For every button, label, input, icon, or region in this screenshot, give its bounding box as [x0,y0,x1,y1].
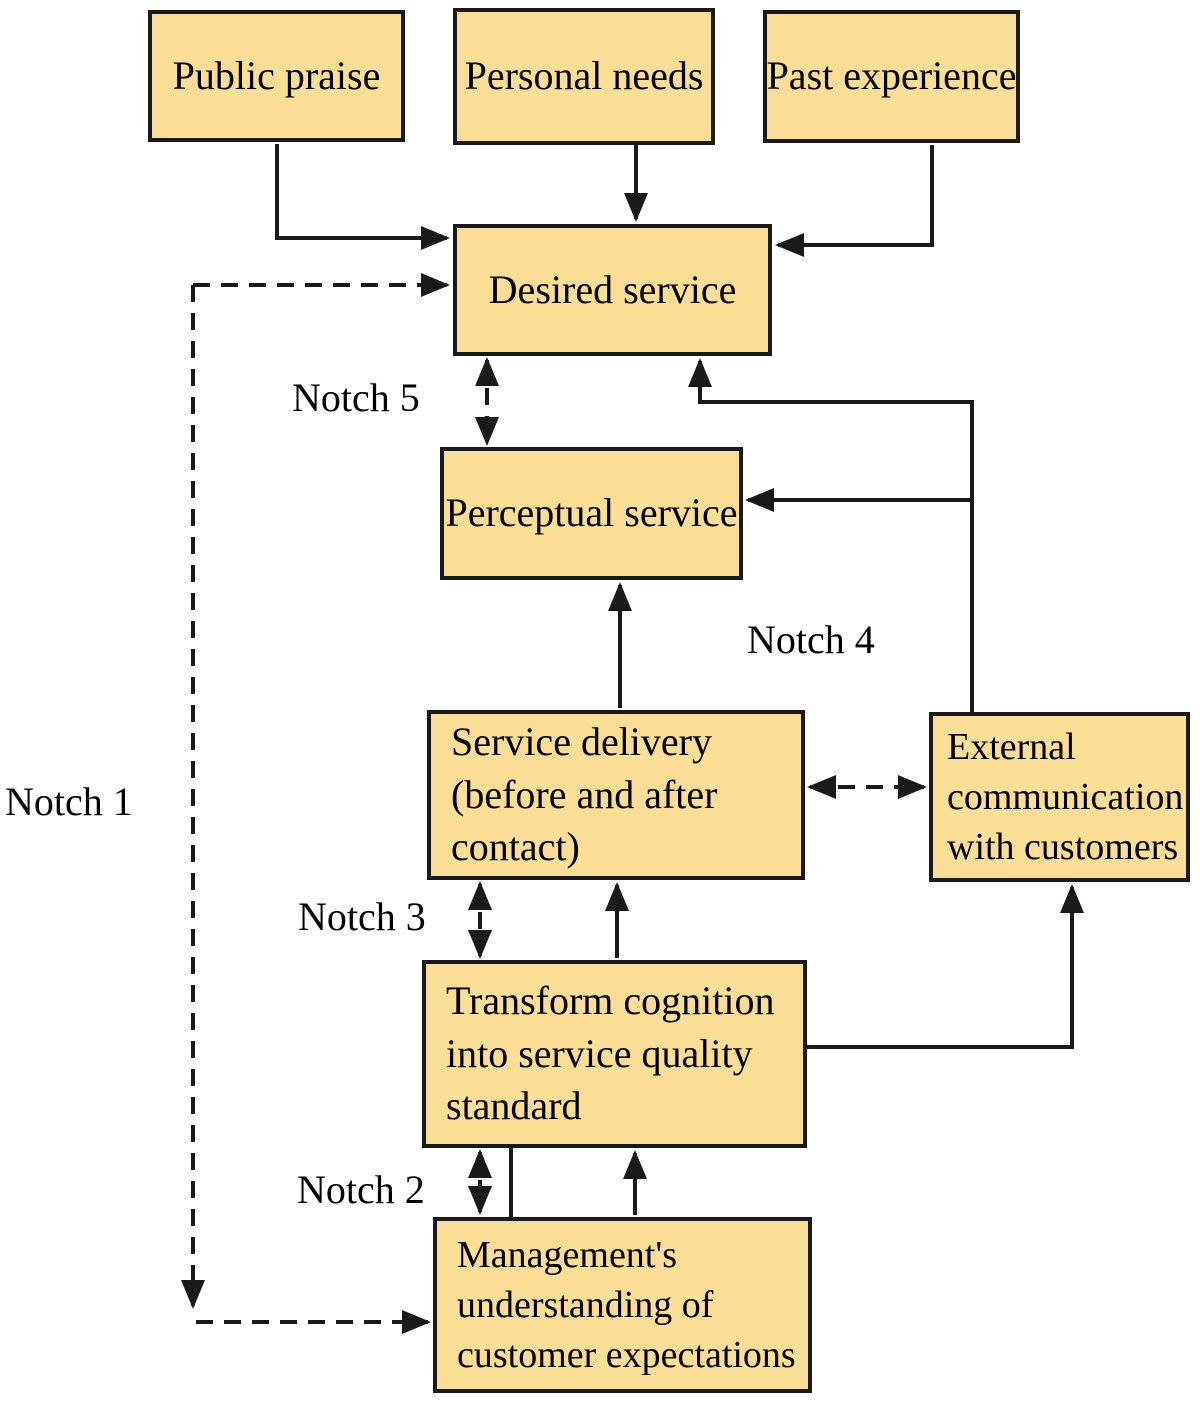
box-transform-cognition: Transform cognition into service quality… [422,960,807,1148]
box-external-communication: External communication with customers [929,712,1190,882]
label-notch-4: Notch 4 [747,617,875,662]
label-notch-3: Notch 3 [298,894,426,939]
box-service-delivery: Service delivery (before and after conta… [427,710,805,880]
box-transform-cognition-label: Transform cognition into service quality… [446,977,775,1129]
box-past-experience-label: Past experience [766,53,1017,99]
box-perceptual-service: Perceptual service [440,447,743,580]
box-service-delivery-label: Service delivery (before and after conta… [451,718,718,870]
connector-transform-to-external-communication [807,884,1084,1049]
label-notch-1: Notch 1 [5,779,133,824]
label-notch-2: Notch 2 [297,1167,425,1212]
box-desired-service: Desired service [453,224,772,356]
box-personal-needs-label: Personal needs [464,53,704,99]
connector-past-experience-to-desired-service [775,145,934,257]
box-external-communication-label: External communication with customers [947,725,1184,869]
box-personal-needs: Personal needs [453,8,715,145]
box-past-experience: Past experience [763,10,1020,143]
connector-public-praise-to-desired-service [275,144,450,250]
box-public-praise: Public praise [148,10,405,142]
box-public-praise-label: Public praise [172,52,381,98]
box-desired-service-label: Desired service [488,266,737,312]
box-management-understanding: Management's understanding of customer e… [433,1217,812,1393]
box-perceptual-service-label: Perceptual service [445,490,738,536]
label-notch-5: Notch 5 [292,375,420,420]
box-management-understanding-label: Management's understanding of customer e… [457,1233,796,1377]
